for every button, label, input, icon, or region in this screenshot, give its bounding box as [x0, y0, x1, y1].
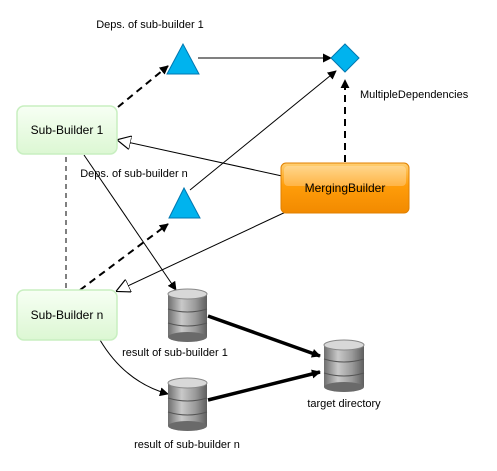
edge-subbuilder1-to-result1	[83, 154, 177, 291]
deps-sub-builder-n-label: Deps. of sub-builder n	[80, 168, 188, 180]
target-directory-node[interactable]	[323, 339, 365, 392]
multiple-dependencies-node[interactable]	[330, 43, 360, 73]
edge-resultn-to-target	[207, 369, 321, 402]
target-directory-label: target directory	[307, 398, 381, 410]
sub-builder-1-node[interactable]: Sub-Builder 1	[16, 105, 118, 155]
diamond-icon	[330, 43, 360, 73]
result-sub-builder-1-label: result of sub-builder 1	[122, 347, 228, 359]
edges	[65, 53, 350, 402]
deps-sub-builder-n-node[interactable]	[168, 186, 201, 219]
sub-builder-1-label: Sub-Builder 1	[31, 123, 104, 137]
triangle-icon	[168, 186, 201, 219]
edge-merging-to-subbuildern	[117, 209, 291, 291]
result-sub-builder-n-label: result of sub-builder n	[134, 439, 240, 451]
result-sub-builder-n-node[interactable]	[167, 377, 208, 431]
edge-depsn-to-multideps	[189, 70, 337, 191]
merging-builder-node[interactable]: MergingBuilder	[280, 162, 410, 214]
sub-builder-n-node[interactable]: Sub-Builder n	[16, 289, 118, 341]
result-sub-builder-1-node[interactable]	[167, 288, 208, 342]
edge-result1-to-target	[207, 314, 321, 358]
multiple-dependencies-label: MultipleDependencies	[360, 89, 469, 101]
edge-subbuilder1-to-deps1	[117, 65, 169, 108]
database-icon	[323, 339, 365, 392]
database-icon	[167, 377, 208, 431]
merging-builder-label: MergingBuilder	[305, 181, 386, 195]
triangle-icon	[166, 42, 200, 75]
database-icon	[167, 288, 208, 342]
deps-sub-builder-1-node[interactable]	[166, 42, 200, 75]
deps-sub-builder-1-label: Deps. of sub-builder 1	[96, 19, 204, 31]
edge-subbuildern-to-depsn	[79, 223, 169, 291]
edge-merging-to-subbuilder1	[118, 140, 283, 177]
edge-subbuildern-to-resultn	[99, 339, 169, 397]
sub-builder-n-label: Sub-Builder n	[31, 308, 104, 322]
